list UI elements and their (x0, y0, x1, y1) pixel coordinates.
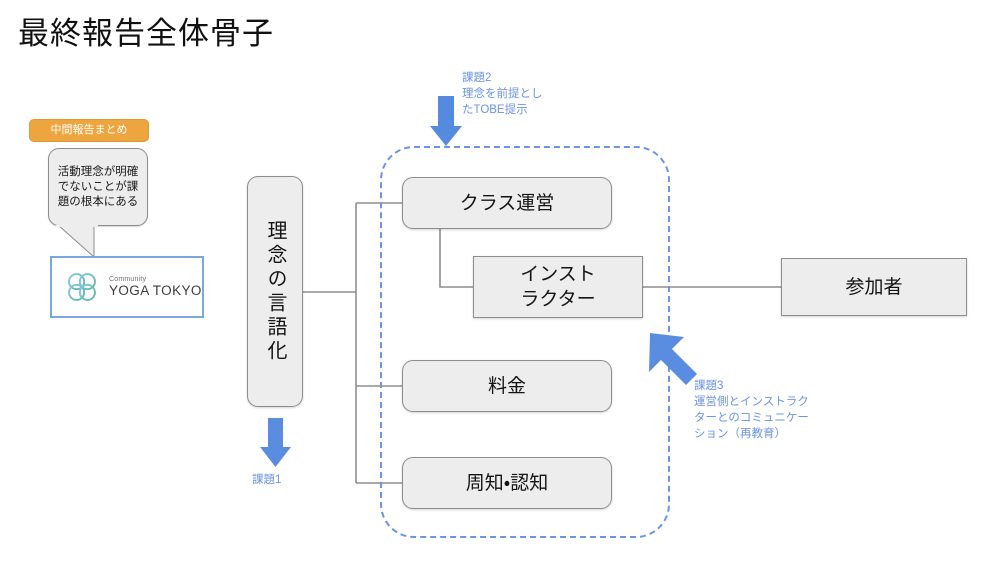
node-rinen-gengoka: 理念の言語化 (247, 176, 303, 407)
logo-name: YOGA TOKYO (109, 282, 202, 298)
page-title: 最終報告全体骨子 (18, 16, 274, 51)
node-awareness: 周知・認知 (402, 457, 612, 509)
logo-wordmark: Community YOGA TOKYO (109, 276, 202, 298)
annotation-task1-label: 課題1 (252, 474, 282, 486)
midterm-summary-badge: 中間報告まとめ (29, 119, 149, 142)
annotation-task3-text: 課題3 運営側とインストラク ターとのコミュニケー ション（再教育） (694, 380, 809, 440)
arrow-down-icon-task1 (260, 418, 291, 467)
node-instructor: インスト ラクター (473, 256, 643, 318)
callout-text: 活動理念が明確でないことが課題の根本にある (57, 165, 139, 208)
node-rinen-gengoka-label: 理念の言語化 (264, 219, 286, 364)
yoga-tokyo-logo-card: Community YOGA TOKYO (50, 256, 204, 318)
node-fee: 料金 (402, 360, 612, 412)
four-circles-logo-icon (68, 273, 96, 301)
arrow-up-left-icon-task3 (649, 333, 697, 385)
annotation-task2-text: 課題2 理念を前提とし たTOBE提示 (462, 72, 543, 116)
node-class-operations: クラス運営 (402, 177, 612, 229)
connector-class-to-instructor (439, 229, 473, 288)
arrow-down-icon-task2 (430, 96, 462, 146)
node-instructor-label: インスト ラクター (520, 264, 596, 310)
node-participant: 参加者 (781, 258, 967, 316)
callout-tail-icon (56, 225, 98, 259)
logo-tagline: Community (109, 276, 147, 284)
midterm-summary-callout: 活動理念が明確でないことが課題の根本にある (48, 148, 148, 226)
